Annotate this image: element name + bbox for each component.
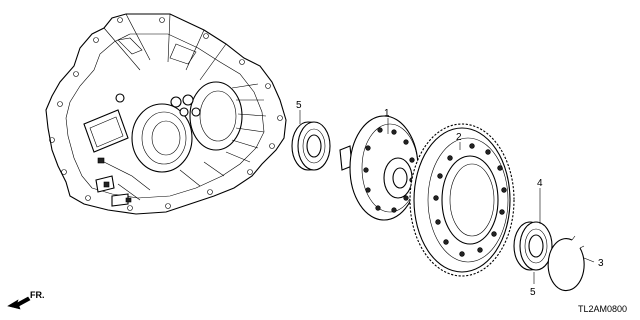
front-direction-indicator: FR. bbox=[7, 290, 45, 310]
bearing-left bbox=[291, 121, 331, 171]
callout-bearing-right: 5 bbox=[530, 287, 536, 298]
front-arrow-icon bbox=[7, 296, 31, 310]
housing-boss-group bbox=[115, 93, 201, 117]
callout-snap-ring: 3 bbox=[598, 258, 604, 269]
callout-bolt: 4 bbox=[537, 178, 543, 189]
final-driven-gear bbox=[409, 123, 515, 277]
front-label: FR. bbox=[30, 290, 45, 300]
leader-lines bbox=[299, 110, 595, 284]
transmission-housing bbox=[45, 13, 287, 215]
housing-bolt-holes bbox=[49, 17, 283, 211]
bearing-right bbox=[513, 221, 553, 271]
snap-ring bbox=[547, 235, 585, 292]
differential-assembly bbox=[339, 115, 419, 221]
diagram-code: TL2AM0800 bbox=[578, 304, 627, 314]
gear-bolt-holes bbox=[433, 143, 507, 257]
callout-differential-assembly: 1 bbox=[384, 108, 390, 119]
callout-final-driven-gear: 2 bbox=[456, 132, 462, 143]
callout-bearing-left: 5 bbox=[296, 100, 302, 111]
